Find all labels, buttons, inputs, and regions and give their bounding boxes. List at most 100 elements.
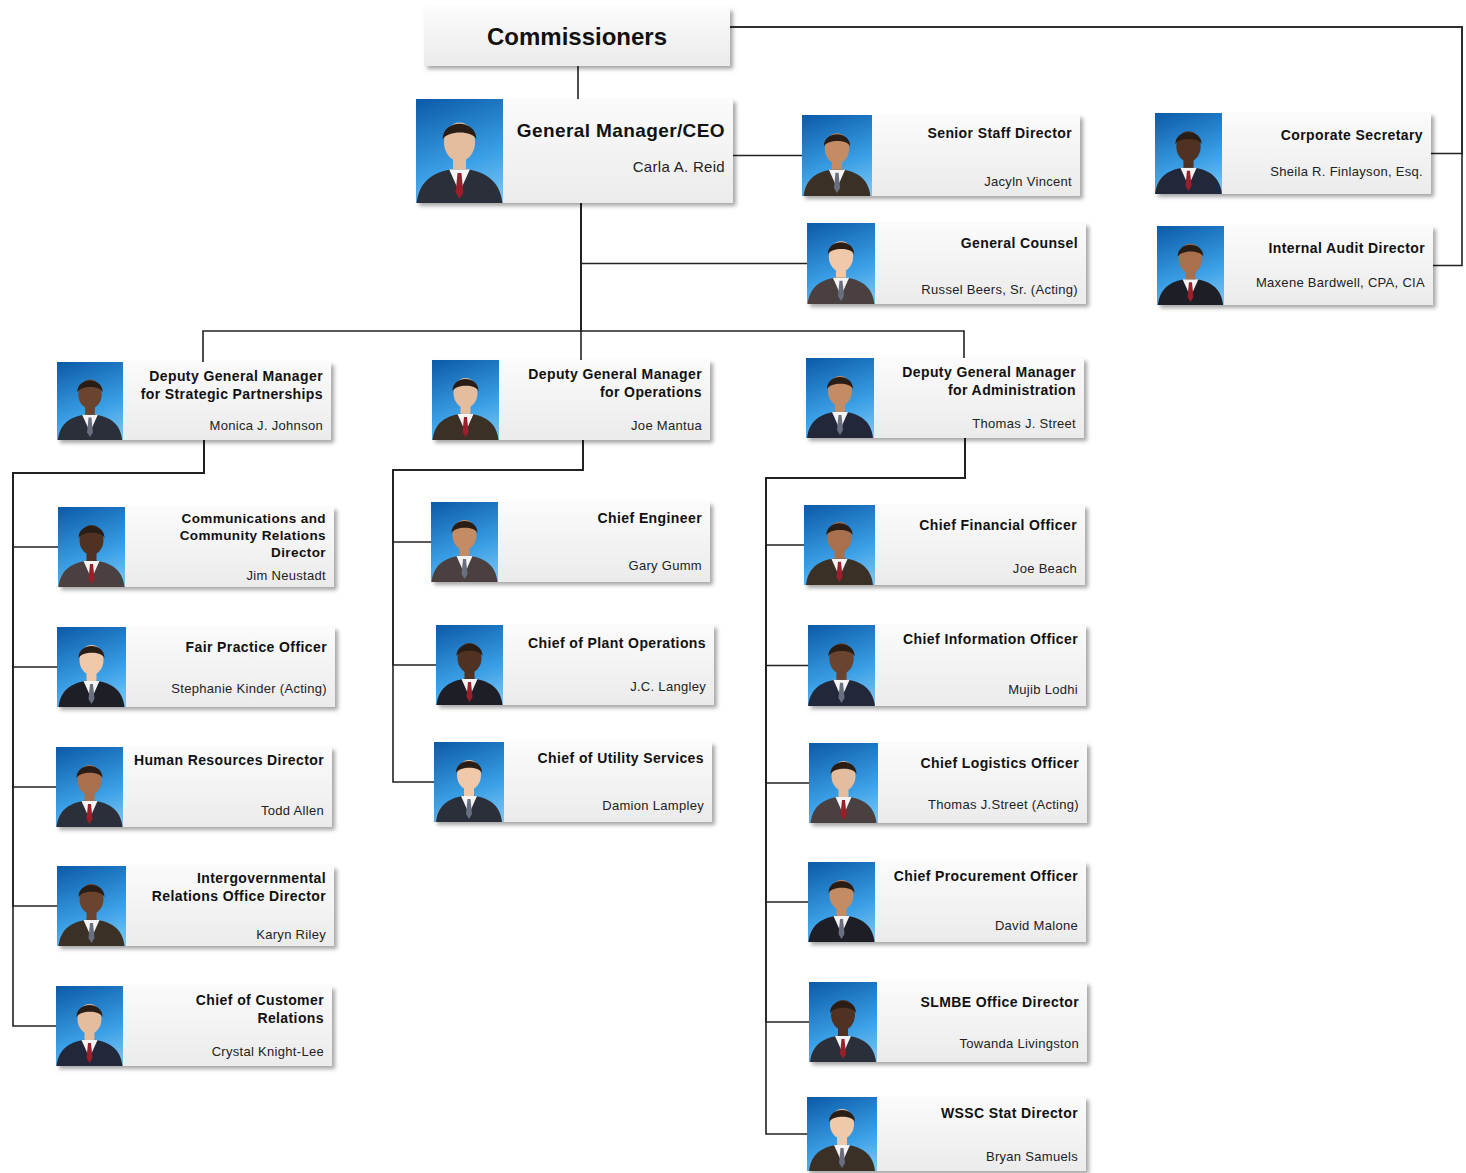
person-silhouette — [807, 223, 875, 304]
org-box: Internal Audit DirectorMaxene Bardwell, … — [1157, 226, 1433, 305]
portrait-photo — [416, 99, 503, 203]
org-connector — [733, 155, 802, 157]
person-name: Carla A. Reid — [633, 158, 725, 177]
position-title: Deputy General Manager for Strategic Par… — [131, 368, 323, 403]
position-title: Human Resources Director — [134, 752, 324, 770]
portrait-photo — [1157, 226, 1224, 305]
org-box: Communications and Community Relations D… — [58, 507, 334, 587]
person-name: Joe Beach — [1013, 561, 1077, 577]
person-silhouette — [431, 502, 498, 582]
portrait-photo — [809, 743, 878, 823]
org-box: Intergovernmental Relations Office Direc… — [57, 866, 334, 946]
org-box: Corporate SecretarySheila R. Finlayson, … — [1155, 113, 1431, 194]
position-title: Intergovernmental Relations Office Direc… — [134, 870, 326, 905]
org-connector — [730, 27, 1462, 154]
position-title: Chief Procurement Officer — [894, 868, 1078, 886]
person-name: Stephanie Kinder (Acting) — [171, 681, 327, 697]
org-box: SLMBE Office DirectorTowanda Livingston — [809, 982, 1087, 1062]
position-title: General Counsel — [961, 235, 1078, 253]
portrait-photo — [57, 866, 126, 946]
person-silhouette — [434, 742, 504, 822]
position-title: Senior Staff Director — [927, 125, 1072, 143]
position-title: Chief Engineer — [598, 510, 702, 528]
org-connector — [203, 203, 581, 362]
portrait-photo — [56, 747, 123, 827]
person-name: Thomas J.Street (Acting) — [928, 797, 1079, 813]
portrait-photo — [432, 360, 499, 440]
portrait-photo — [802, 115, 872, 196]
position-title: Internal Audit Director — [1269, 240, 1425, 258]
person-silhouette — [436, 625, 503, 705]
position-title: General Manager/CEO — [517, 119, 725, 143]
person-name: Gary Gumm — [629, 558, 702, 574]
person-name: Thomas J. Street — [972, 416, 1076, 432]
org-connector — [13, 440, 204, 787]
org-box: Chief Information OfficerMujib Lodhi — [808, 625, 1086, 706]
person-name: Monica J. Johnson — [210, 418, 324, 434]
person-name: Todd Allen — [261, 803, 324, 819]
person-name: Joe Mantua — [631, 418, 702, 434]
person-silhouette — [809, 743, 878, 823]
person-silhouette — [58, 507, 125, 587]
position-title: Chief Logistics Officer — [920, 755, 1079, 773]
org-connector — [393, 440, 583, 782]
org-box: Deputy General Manager for OperationsJoe… — [432, 360, 710, 440]
position-title: WSSC Stat Director — [941, 1105, 1078, 1123]
person-silhouette — [56, 747, 123, 827]
position-title: Corporate Secretary — [1281, 127, 1423, 145]
person-name: Damion Lampley — [602, 798, 704, 814]
org-box: Chief Logistics OfficerThomas J.Street (… — [809, 743, 1087, 823]
org-box: Chief EngineerGary Gumm — [431, 502, 710, 582]
org-box: WSSC Stat DirectorBryan Samuels — [807, 1097, 1086, 1171]
person-silhouette — [57, 866, 126, 946]
org-box: Chief of Plant OperationsJ.C. Langley — [436, 625, 714, 705]
person-silhouette — [432, 360, 499, 440]
portrait-photo — [56, 986, 123, 1066]
person-silhouette — [57, 362, 123, 440]
position-title: Deputy General Manager for Administratio… — [882, 364, 1076, 399]
person-silhouette — [1155, 113, 1222, 194]
position-title: SLMBE Office Director — [920, 994, 1079, 1012]
person-silhouette — [416, 99, 503, 203]
person-silhouette — [806, 358, 874, 438]
person-name: David Malone — [995, 918, 1078, 934]
person-silhouette — [56, 986, 123, 1066]
position-title: Fair Practice Officer — [186, 639, 327, 657]
org-box: Commissioners — [424, 8, 730, 66]
position-title: Chief Information Officer — [903, 631, 1078, 649]
org-box: Human Resources DirectorTodd Allen — [56, 747, 332, 827]
org-connector — [581, 203, 807, 264]
person-name: Bryan Samuels — [986, 1149, 1078, 1165]
org-box: Chief Financial OfficerJoe Beach — [804, 505, 1085, 585]
person-name: Towanda Livingston — [959, 1036, 1079, 1052]
portrait-photo — [809, 982, 877, 1062]
portrait-photo — [1155, 113, 1222, 194]
person-name: Jacyln Vincent — [984, 174, 1072, 190]
org-box: General CounselRussel Beers, Sr. (Acting… — [807, 223, 1086, 304]
person-name: Russel Beers, Sr. (Acting) — [921, 282, 1078, 298]
person-silhouette — [808, 625, 875, 706]
org-box: General Manager/CEO Carla A. Reid — [416, 99, 733, 203]
portrait-photo — [807, 1097, 877, 1171]
person-name: Karyn Riley — [256, 927, 326, 943]
position-title: Communications and Community Relations D… — [133, 511, 326, 562]
portrait-photo — [58, 507, 125, 587]
person-name: Jim Neustadt — [247, 568, 326, 584]
org-connector — [766, 438, 965, 783]
org-box: Senior Staff DirectorJacyln Vincent — [802, 115, 1080, 196]
org-box: Deputy General Manager for Administratio… — [806, 358, 1084, 438]
portrait-photo — [808, 625, 875, 706]
position-title: Deputy General Manager for Operations — [507, 366, 702, 401]
person-name: Maxene Bardwell, CPA, CIA — [1256, 275, 1425, 291]
person-name: J.C. Langley — [630, 679, 706, 695]
portrait-photo — [807, 223, 875, 304]
person-name: Crystal Knight-Lee — [212, 1044, 324, 1060]
portrait-photo — [804, 505, 875, 585]
board-title: Commissioners — [487, 22, 667, 52]
portrait-photo — [431, 502, 498, 582]
portrait-photo — [806, 358, 874, 438]
person-name: Sheila R. Finlayson, Esq. — [1270, 164, 1423, 180]
person-silhouette — [57, 627, 126, 707]
org-box: Chief of Utility ServicesDamion Lampley — [434, 742, 712, 822]
person-silhouette — [809, 982, 877, 1062]
